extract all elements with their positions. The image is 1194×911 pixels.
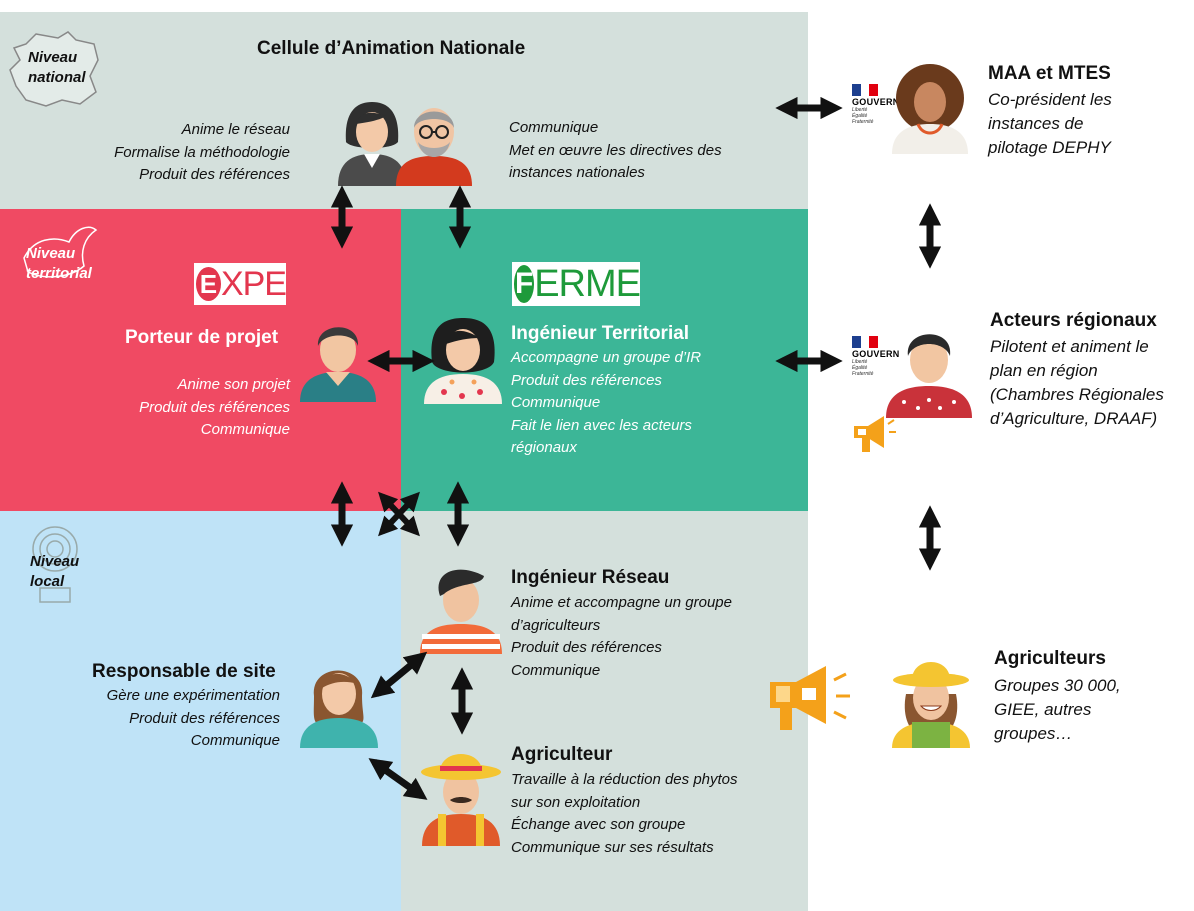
ferme-logo-text: ERME — [534, 263, 641, 305]
ingenieur-territorial-title: Ingénieur Territorial — [511, 323, 690, 344]
france-map-icon — [9, 31, 99, 107]
agriculteur-title: Agriculteur — [511, 744, 613, 765]
national-right-desc: Communique Met en œuvre les directives d… — [509, 119, 722, 181]
maa-desc: Co-président les instances de pilotage D… — [988, 90, 1112, 157]
porteur-projet-avatar — [300, 327, 376, 402]
arrow-reseau-responsable — [370, 651, 428, 699]
expe-logo-text: XPE — [220, 265, 287, 303]
porteur-projet-desc: Anime son projet Produit des références … — [139, 376, 290, 438]
ferme-logo-letter: F — [514, 265, 535, 303]
level-territorial-label: Niveau territorial — [26, 245, 92, 282]
acteurs-regionaux-title: Acteurs régionaux — [990, 310, 1157, 331]
ingenieur-territorial-desc: Accompagne un groupe d’IR Produit des ré… — [511, 349, 702, 456]
national-left-desc: Anime le réseau Formalise la méthodologi… — [114, 121, 290, 183]
megaphone-icon-agriculteurs — [770, 666, 850, 730]
maa-avatar — [892, 64, 968, 154]
level-local-label: Niveau local — [30, 553, 80, 590]
acteurs-regionaux-desc: Pilotent et animent le plan en région (C… — [990, 337, 1164, 428]
expe-logo-letter: E — [196, 267, 221, 301]
national-animators-avatar — [338, 102, 472, 186]
responsable-site-avatar — [300, 670, 378, 748]
maa-title: MAA et MTES — [988, 63, 1111, 84]
level-national-label: Niveau national — [28, 49, 86, 86]
national-title: Cellule d’Animation Nationale — [257, 38, 526, 59]
ingenieur-reseau-desc: Anime et accompagne un groupe d’agricult… — [511, 594, 732, 679]
arrow-cross-b — [378, 491, 420, 537]
ingenieur-reseau-avatar — [420, 569, 502, 654]
agricultrice-avatar — [892, 662, 970, 748]
location-pin-icon — [32, 526, 78, 603]
gouv-logo-maa: GOUVERN Liberté Égalité Fraternité — [852, 84, 900, 125]
porteur-projet-title: Porteur de projet — [125, 327, 279, 348]
responsable-site-desc: Gère une expérimentation Produit des réf… — [106, 687, 280, 749]
arrow-responsable-agriculteur — [368, 758, 428, 800]
ferme-logo: F ERME — [512, 262, 641, 306]
ingenieur-territorial-avatar — [424, 318, 502, 404]
responsable-site-title: Responsable de site — [92, 661, 276, 682]
agriculteurs-title: Agriculteurs — [994, 648, 1106, 669]
agriculteur-desc: Travaille à la réduction des phytos sur … — [511, 771, 738, 856]
megaphone-icon-acteurs — [854, 416, 896, 452]
region-map-icon — [23, 226, 98, 278]
ingenieur-reseau-title: Ingénieur Réseau — [511, 567, 670, 588]
acteurs-regionaux-avatar — [886, 334, 972, 418]
agriculteur-avatar — [421, 754, 501, 846]
gouv-logo-acteurs: GOUVERN Liberté Égalité Fraternité — [852, 336, 900, 377]
agriculteurs-desc: Groupes 30 000, GIEE, autres groupes… — [994, 676, 1121, 743]
expe-logo: E XPE — [194, 263, 287, 305]
